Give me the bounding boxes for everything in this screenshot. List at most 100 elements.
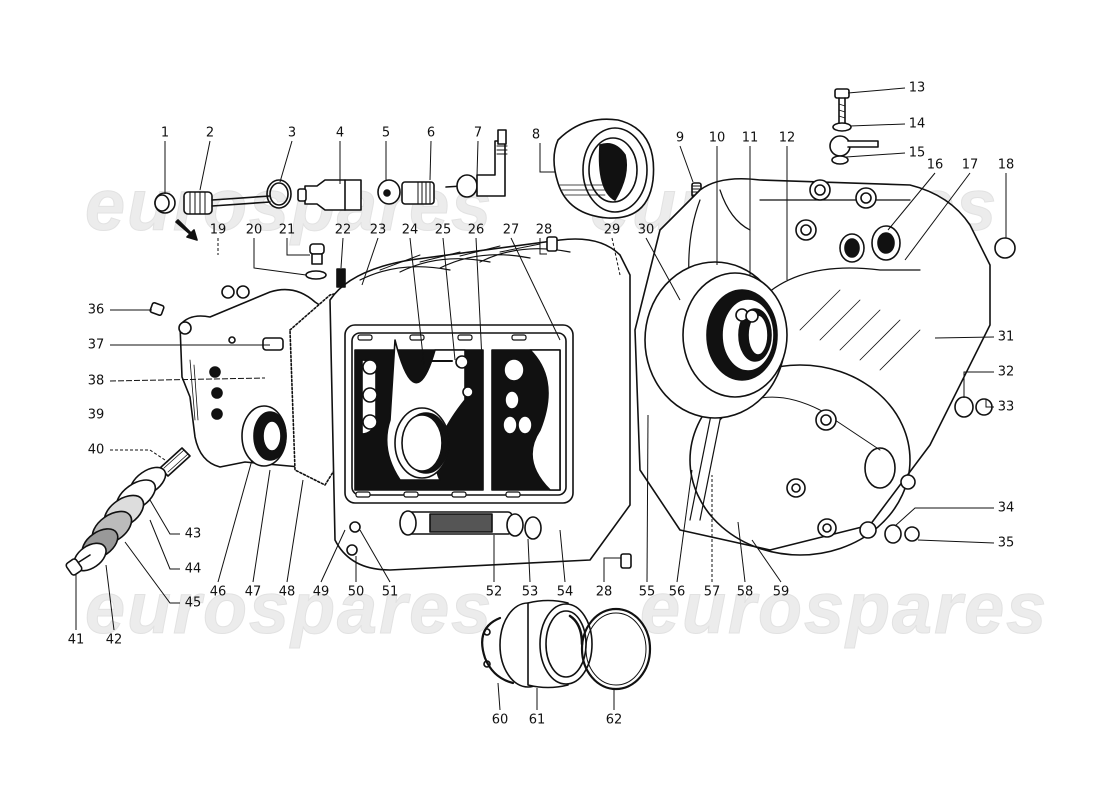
- callout-label: 9: [675, 130, 685, 146]
- part-41-knob: [65, 554, 91, 576]
- callout-label: 60: [491, 712, 509, 728]
- callout-label: 62: [605, 712, 623, 728]
- callout-label: 30: [637, 222, 655, 238]
- part-21-breather-plug: [309, 243, 325, 265]
- part-2-pinion-gear: [183, 191, 271, 215]
- callout-label: 6: [426, 125, 436, 141]
- callout-label: 1: [160, 125, 170, 141]
- callout-label: 17: [961, 157, 979, 173]
- watermark-eurospares: eurospares: [84, 569, 494, 650]
- arrow-icon: [175, 219, 198, 241]
- bell-housing: [634, 177, 991, 556]
- callout-label: 5: [381, 125, 391, 141]
- part-7-angle-drive: [445, 129, 508, 198]
- callout-label: 3: [287, 125, 297, 141]
- callout-label: 4: [335, 125, 345, 141]
- callout-label: 55: [638, 584, 656, 600]
- callout-label: 2: [205, 125, 215, 141]
- part-15-ball-joint: [829, 135, 879, 165]
- part-3-o-ring: [266, 179, 292, 209]
- callout-label: 35: [997, 535, 1015, 551]
- callout-label: 7: [473, 125, 483, 141]
- part-1-cap: [154, 192, 176, 214]
- callout-label: 58: [736, 584, 754, 600]
- part-29-30-flange: [644, 261, 788, 419]
- callout-label: 15: [908, 145, 926, 161]
- callout-label: 25: [434, 222, 452, 238]
- callout-label: 49: [312, 584, 330, 600]
- callout-label: 40: [87, 442, 105, 458]
- part-28-spring-lower: [620, 553, 632, 569]
- watermark-eurospares: eurospares: [84, 166, 494, 247]
- part-35-nut: [904, 526, 920, 542]
- callout-label: 50: [347, 584, 365, 600]
- callout-label: 61: [528, 712, 546, 728]
- callout-label: 54: [556, 584, 574, 600]
- part-6-threaded-fitting: [401, 181, 435, 205]
- callout-label: 19: [209, 222, 227, 238]
- part-4-sleeve: [297, 179, 362, 211]
- callout-label: 13: [908, 80, 926, 96]
- callout-label: 10: [708, 130, 726, 146]
- part-36-spring: [149, 302, 165, 316]
- callout-label: 42: [105, 632, 123, 648]
- part-43-44-45-rubber-boot: [73, 466, 167, 572]
- callout-label: 12: [778, 130, 796, 146]
- callout-label: 29: [603, 222, 621, 238]
- part-49-cover-plate: [344, 324, 574, 504]
- part-60-circlip: [481, 616, 515, 685]
- callout-label: 34: [997, 500, 1015, 516]
- callout-label: 36: [87, 302, 105, 318]
- callout-label: 22: [334, 222, 352, 238]
- callout-label: 23: [369, 222, 387, 238]
- callout-label: 33: [997, 399, 1015, 415]
- callout-label: 56: [668, 584, 686, 600]
- leader-lines: [75, 87, 1007, 711]
- callout-label: 57: [703, 584, 721, 600]
- callout-label: 28: [535, 222, 553, 238]
- callout-label: 24: [401, 222, 419, 238]
- part-28-spring: [546, 236, 558, 252]
- part-22-clip: [336, 268, 346, 288]
- callout-label: 20: [245, 222, 263, 238]
- callout-label: 28: [595, 584, 613, 600]
- callout-label: 45: [184, 595, 202, 611]
- part-20-washer: [305, 270, 327, 280]
- callout-label: 32: [997, 364, 1015, 380]
- callout-label: 11: [741, 130, 759, 146]
- callout-label: 48: [278, 584, 296, 600]
- part-18-nut: [994, 237, 1016, 259]
- callout-label: 52: [485, 584, 503, 600]
- callout-label: 37: [87, 337, 105, 353]
- callout-label: 26: [467, 222, 485, 238]
- callout-label: 14: [908, 116, 926, 132]
- callout-label: 43: [184, 526, 202, 542]
- part-61-threaded-sleeve: [499, 599, 593, 689]
- callout-label: 18: [997, 157, 1015, 173]
- part-16-17-bearings: [839, 225, 901, 263]
- callout-label: 41: [67, 632, 85, 648]
- watermark-eurospares: eurospares: [639, 569, 1049, 650]
- callout-label: 27: [502, 222, 520, 238]
- part-52-53-54-tube-assembly: [399, 510, 542, 540]
- part-5-bush: [377, 179, 401, 205]
- callout-label: 31: [997, 329, 1015, 345]
- callout-label: 51: [381, 584, 399, 600]
- callout-label: 16: [926, 157, 944, 173]
- part-51-washer: [349, 521, 361, 533]
- callout-label: 47: [244, 584, 262, 600]
- callout-label: 44: [184, 561, 202, 577]
- part-46-seal: [241, 405, 287, 467]
- callout-label: 8: [531, 127, 541, 143]
- callout-label: 39: [87, 407, 105, 423]
- part-50-plug: [346, 544, 358, 556]
- callout-label: 21: [278, 222, 296, 238]
- part-34-washer: [884, 524, 902, 544]
- part-8-oil-seal: [553, 118, 655, 219]
- callout-label: 53: [521, 584, 539, 600]
- part-62-circlip: [580, 607, 652, 691]
- part-13-bolt: [834, 88, 850, 125]
- callout-label: 46: [209, 584, 227, 600]
- part-14-washer: [832, 122, 852, 132]
